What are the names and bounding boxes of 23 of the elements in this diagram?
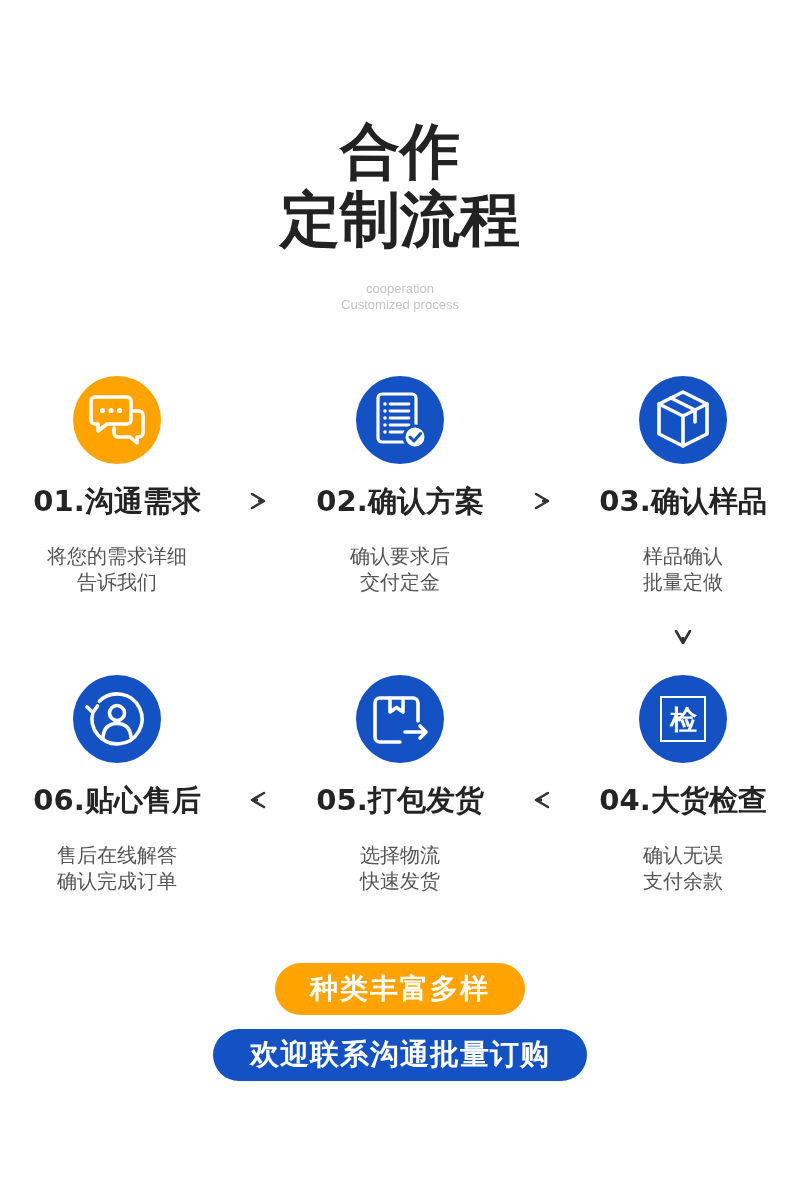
step-title: 02.确认方案 — [316, 483, 484, 519]
chevron-arrow — [534, 791, 550, 809]
chevron-arrow — [250, 492, 266, 510]
contact-banner: 欢迎联系沟通批量订购 — [213, 1029, 587, 1081]
step-description: 选择物流快速发货 — [359, 842, 441, 894]
chevron-arrow — [534, 492, 550, 510]
step-description: 样品确认批量定做 — [642, 543, 724, 595]
step-description: 售后在线解答确认完成订单 — [56, 842, 178, 894]
inspection-stamp: 检 — [660, 696, 706, 742]
subtitle-text: Customized process — [341, 297, 459, 313]
step-title: 06.贴心售后 — [33, 782, 201, 818]
page-title: 合作定制流程 — [278, 117, 521, 253]
step-description: 将您的需求详细告诉我们 — [46, 543, 188, 595]
step-description: 确认要求后交付定金 — [349, 543, 451, 595]
subtitle-text: cooperation — [366, 281, 434, 297]
step-description: 确认无误支付余款 — [642, 842, 724, 894]
step-title: 04.大货检查 — [599, 782, 767, 818]
step-title: 05.打包发货 — [316, 782, 484, 818]
step-title: 03.确认样品 — [599, 483, 767, 519]
chevron-arrow — [250, 791, 266, 809]
tagline-banner: 种类丰富多样 — [275, 963, 525, 1015]
step-title: 01.沟通需求 — [33, 483, 201, 519]
chevron-arrow — [674, 629, 692, 645]
